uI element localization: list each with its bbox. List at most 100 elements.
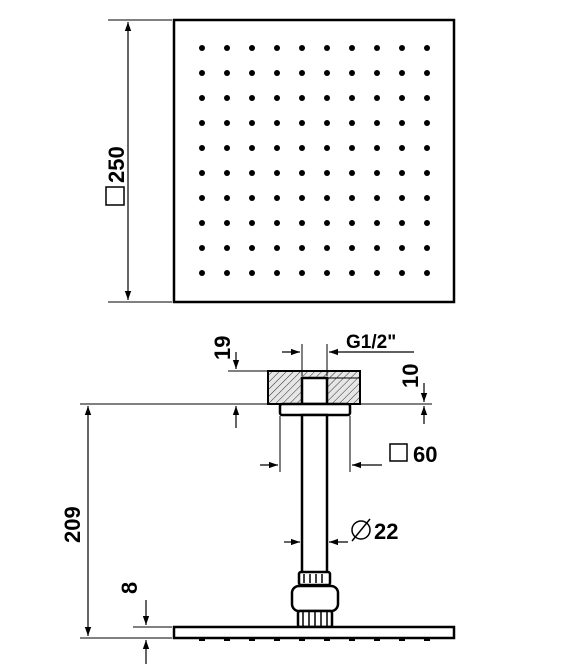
nozzle-dot: [274, 245, 280, 251]
nozzle-dot: [399, 70, 405, 76]
nozzle-dot: [399, 220, 405, 226]
side-nozzle: [324, 638, 330, 641]
nozzle-dot: [424, 195, 430, 201]
dimension-head-size: 250: [104, 19, 172, 303]
nozzle-dot: [224, 195, 230, 201]
nozzle-dot: [199, 245, 205, 251]
nozzle-dot: [274, 120, 280, 126]
nozzle-dot: [299, 195, 305, 201]
nozzle-dot: [374, 120, 380, 126]
nozzle-dot: [399, 120, 405, 126]
diameter-icon: [351, 518, 371, 542]
nozzle-dot: [299, 70, 305, 76]
nozzle-dot: [274, 70, 280, 76]
nozzle-dot: [249, 170, 255, 176]
nozzle-dot: [424, 170, 430, 176]
nozzle-dot: [249, 195, 255, 201]
nozzle-dot: [374, 270, 380, 276]
nozzle-dot: [249, 95, 255, 101]
nozzle-dot: [274, 270, 280, 276]
nozzle-dot: [299, 95, 305, 101]
dimension-250-label: 250: [104, 146, 129, 183]
dimension-flange-height: 19: [210, 336, 268, 428]
dimension-19-label: 19: [210, 336, 235, 360]
nozzle-dot: [224, 220, 230, 226]
nozzle-dot: [399, 95, 405, 101]
nozzle-dot: [249, 220, 255, 226]
side-nozzle: [349, 638, 355, 641]
nozzle-dot: [349, 70, 355, 76]
dimension-flange-size: 60: [260, 416, 437, 472]
dimension-pipe-diameter: 22: [284, 518, 398, 546]
dimension-8-label: 8: [117, 582, 142, 594]
nozzle-dot: [324, 245, 330, 251]
side-nozzle: [374, 638, 380, 641]
square-icon: [105, 186, 125, 206]
nozzle-dot: [274, 170, 280, 176]
nozzle-dot: [349, 270, 355, 276]
nozzle-dot: [249, 270, 255, 276]
nozzle-dot: [199, 270, 205, 276]
top-view: 250: [104, 18, 456, 304]
nozzle-dot: [424, 145, 430, 151]
nozzle-dot: [249, 70, 255, 76]
side-nozzle: [399, 638, 405, 641]
nozzle-dot: [374, 45, 380, 51]
nozzle-dot: [224, 245, 230, 251]
nozzle-dot: [399, 170, 405, 176]
nozzle-dot: [249, 45, 255, 51]
nozzle-dot: [399, 45, 405, 51]
nozzle-dot: [374, 220, 380, 226]
nozzle-dot: [349, 120, 355, 126]
nozzle-dot: [374, 170, 380, 176]
side-nozzle-row: [199, 638, 430, 641]
side-nozzle: [199, 638, 205, 641]
shower-arm-pipe: [300, 413, 329, 575]
nozzle-dot: [349, 45, 355, 51]
dimension-60-label: 60: [413, 442, 437, 467]
nozzle-dot: [199, 120, 205, 126]
side-nozzle: [299, 638, 305, 641]
nozzle-dot: [399, 245, 405, 251]
nozzle-dot: [424, 45, 430, 51]
nozzle-dot: [324, 45, 330, 51]
nozzle-dot: [399, 145, 405, 151]
dimension-thread-depth: 10: [327, 364, 432, 424]
nozzle-dot: [199, 145, 205, 151]
side-nozzle: [424, 638, 430, 641]
nozzle-dot: [374, 70, 380, 76]
nozzle-dot: [324, 120, 330, 126]
nozzle-dot: [274, 220, 280, 226]
nozzle-dot: [349, 195, 355, 201]
nozzle-dot: [274, 145, 280, 151]
nozzle-dot: [299, 170, 305, 176]
nozzle-dot: [224, 70, 230, 76]
nozzle-dot: [424, 220, 430, 226]
nozzle-dot: [224, 170, 230, 176]
nozzle-dot: [349, 220, 355, 226]
nozzle-dot: [249, 145, 255, 151]
nozzle-grid: [199, 45, 430, 276]
dimension-22-label: 22: [374, 519, 398, 544]
nozzle-dot: [374, 195, 380, 201]
nozzle-dot: [349, 170, 355, 176]
nozzle-dot: [424, 120, 430, 126]
dimension-arm-length: 209: [60, 403, 280, 639]
ceiling-flange: [278, 402, 352, 417]
nozzle-dot: [424, 95, 430, 101]
nozzle-dot: [374, 245, 380, 251]
nozzle-dot: [374, 95, 380, 101]
nozzle-dot: [324, 95, 330, 101]
thread-label: G1/2": [346, 332, 396, 353]
nozzle-dot: [424, 270, 430, 276]
nozzle-dot: [324, 195, 330, 201]
nozzle-dot: [224, 95, 230, 101]
nozzle-dot: [224, 270, 230, 276]
nozzle-dot: [349, 95, 355, 101]
nozzle-dot: [224, 145, 230, 151]
side-nozzle: [224, 638, 230, 641]
thread-insert: [300, 376, 329, 406]
nozzle-dot: [324, 270, 330, 276]
nozzle-dot: [374, 145, 380, 151]
